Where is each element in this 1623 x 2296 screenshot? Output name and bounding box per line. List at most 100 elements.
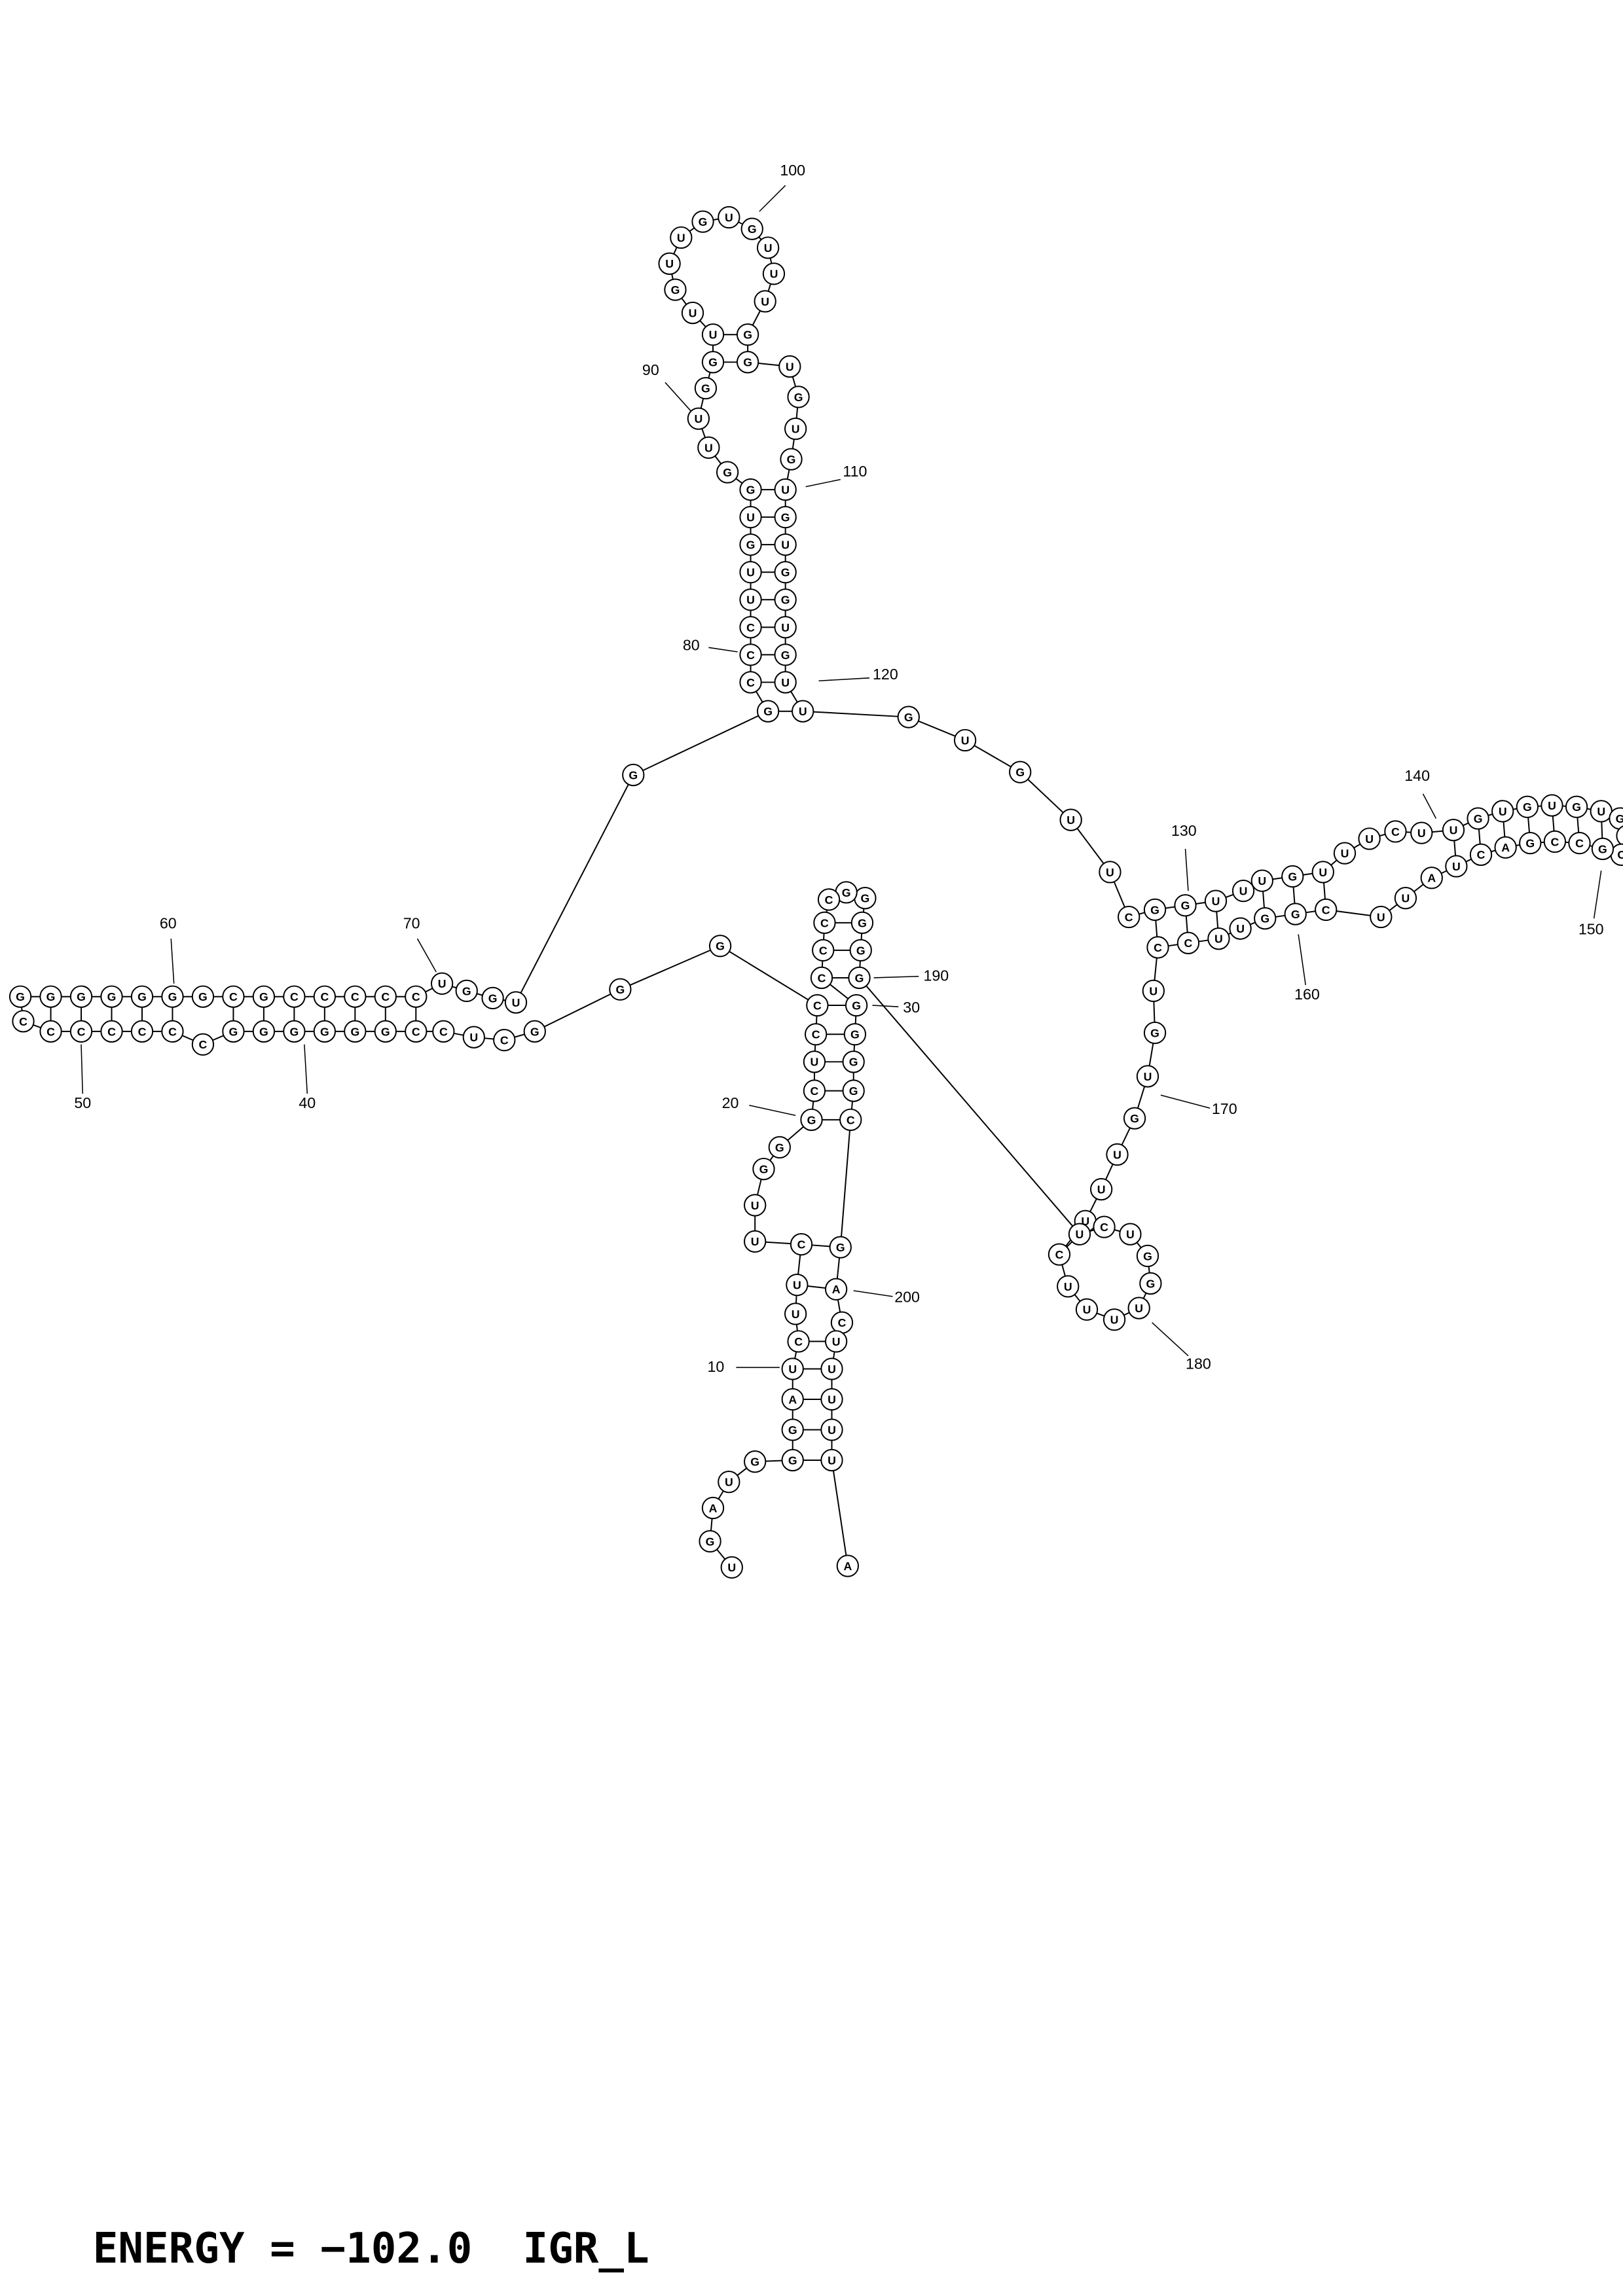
nucleotide-base: C (138, 1025, 147, 1038)
position-label: 20 (722, 1094, 739, 1111)
nucleotide-node (754, 290, 776, 313)
nucleotide-node (681, 301, 704, 325)
nucleotide-base: C (813, 999, 822, 1012)
nucleotide-node (953, 728, 977, 752)
nucleotide-base: C (838, 1316, 847, 1329)
backbone-edge (515, 774, 634, 1003)
nucleotide-node (1543, 830, 1567, 853)
nucleotide-node (1106, 1143, 1129, 1166)
nucleotide-base: G (16, 990, 25, 1003)
nucleotide-base: G (904, 711, 913, 724)
nucleotide-nodes (9, 206, 1623, 1579)
nucleotide-base: C (1184, 937, 1193, 950)
nucleotide-base: U (1597, 805, 1605, 818)
nucleotide-node (191, 985, 215, 1008)
nucleotide-base: A (832, 1283, 841, 1296)
nucleotide-node (1204, 889, 1228, 912)
nucleotide-node (736, 323, 759, 346)
nucleotide-base: C (1125, 910, 1133, 924)
nucleotide-base: U (1081, 1215, 1089, 1228)
nucleotide-base: C (1154, 941, 1162, 954)
nucleotide-node (701, 351, 725, 374)
nucleotide-base: C (1551, 835, 1559, 848)
nucleotide-base: C (746, 676, 755, 689)
nucleotide-base: C (412, 1025, 420, 1038)
nucleotide-base: G (198, 990, 208, 1003)
nucleotide-node (222, 985, 245, 1008)
nucleotide-base: G (716, 940, 725, 953)
nucleotide-node (836, 1554, 859, 1577)
nucleotide-node (1229, 917, 1252, 940)
position-label: 160 (1294, 986, 1320, 1003)
nucleotide-node (1068, 1223, 1091, 1246)
nucleotide-node (720, 1556, 743, 1579)
nucleotide-base: C (1391, 825, 1400, 838)
nucleotide-base: C (229, 990, 238, 1003)
nucleotide-base: G (699, 215, 708, 228)
nucleotide-base: U (677, 231, 685, 244)
nucleotide-base: U (781, 539, 790, 552)
nucleotide-base: G (746, 483, 756, 496)
nucleotide-base: G (787, 453, 796, 466)
nucleotide-base: G (849, 1085, 858, 1098)
nucleotide-base: G (1525, 837, 1535, 850)
nucleotide-node (687, 407, 710, 430)
label-leaders (81, 185, 1602, 1369)
nucleotide-node (1315, 898, 1338, 922)
label-leader (872, 1005, 899, 1007)
position-label: 90 (642, 361, 659, 378)
nucleotide-node (820, 1357, 843, 1380)
energy-text: ENERGY = −102.0 IGR_L (93, 2224, 649, 2273)
nucleotide-node (774, 533, 797, 556)
nucleotide-node (504, 991, 528, 1014)
nucleotide-node (432, 1020, 455, 1043)
nucleotide-node (1384, 820, 1407, 843)
nucleotide-base: G (137, 990, 147, 1003)
nucleotide-node (774, 671, 797, 694)
nucleotide-base: G (781, 511, 790, 524)
nucleotide-node (781, 1388, 804, 1411)
nucleotide-base: C (1477, 848, 1486, 861)
nucleotide-base: U (781, 483, 790, 496)
nucleotide-node (1541, 794, 1563, 817)
nucleotide-node (39, 1020, 62, 1043)
nucleotide-node (1048, 1243, 1071, 1266)
nucleotide-base: U (1067, 814, 1075, 827)
position-label: 140 (1404, 767, 1430, 784)
nucleotide-node (664, 278, 687, 301)
label-leader (873, 975, 919, 978)
nucleotide-node (787, 1330, 810, 1353)
nucleotide-node (790, 1233, 813, 1256)
nucleotide-node (817, 888, 841, 911)
nucleotide-node (843, 1023, 867, 1046)
nucleotide-base: G (852, 999, 861, 1012)
nucleotide-node (1250, 869, 1273, 892)
nucleotide-node (622, 763, 645, 787)
nucleotide-node (756, 236, 780, 259)
nucleotide-node (1146, 936, 1169, 959)
nucleotide-base: G (530, 1025, 539, 1038)
nucleotide-base: U (811, 1056, 819, 1069)
nucleotide-node (130, 1020, 154, 1043)
nucleotide-node (1616, 825, 1623, 846)
nucleotide-node (694, 376, 718, 400)
nucleotide-node (897, 706, 920, 728)
nucleotide-node (1207, 927, 1230, 950)
nucleotide-node (804, 1023, 828, 1046)
nucleotide-base: G (807, 1113, 816, 1126)
nucleotide-node (842, 1050, 865, 1073)
nucleotide-base: G (850, 1028, 860, 1041)
nucleotide-node (430, 972, 454, 995)
nucleotide-node (1174, 894, 1197, 917)
backbone-edge (803, 710, 909, 718)
nucleotide-node (839, 1108, 862, 1131)
position-label: 150 (1578, 921, 1604, 938)
nucleotide-base: U (694, 412, 702, 425)
nucleotide-base: G (836, 1241, 845, 1254)
nucleotide-node (69, 1020, 93, 1043)
nucleotide-node (252, 985, 276, 1008)
nucleotide-base: U (793, 1279, 801, 1292)
nucleotide-node (374, 985, 397, 1008)
nucleotide-base: U (746, 566, 755, 579)
